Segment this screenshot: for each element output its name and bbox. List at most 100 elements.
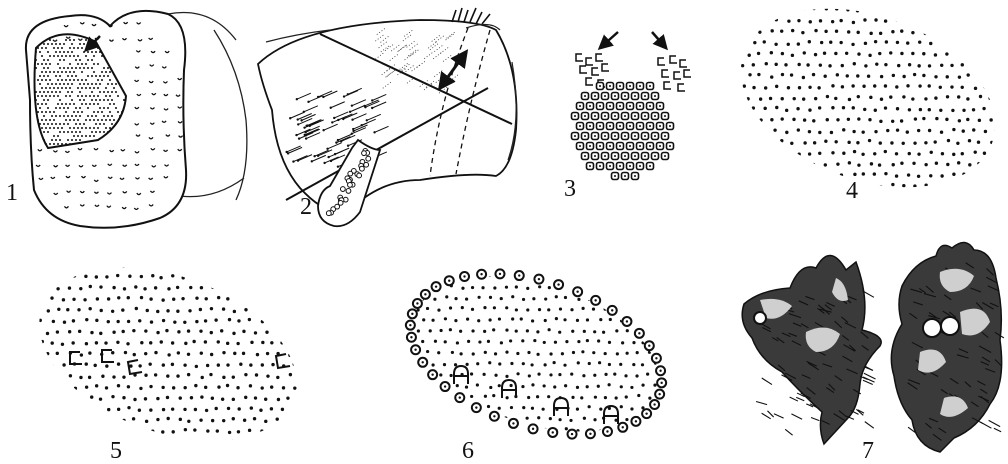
pad-dot <box>95 131 97 133</box>
surface-dot <box>928 195 931 198</box>
surface-dot <box>29 362 32 365</box>
pad-dot <box>53 71 55 73</box>
pad-dot <box>67 139 69 141</box>
surface-dot <box>228 318 231 321</box>
surface-dot <box>454 253 457 256</box>
surface-dot <box>412 273 415 276</box>
surface-dot <box>260 386 263 389</box>
pad-dot <box>45 103 47 105</box>
surface-dot <box>168 242 171 245</box>
surface-dot <box>769 184 772 187</box>
surface-dot <box>143 287 146 290</box>
surface-dot <box>748 117 751 120</box>
surface-dot <box>166 374 169 377</box>
surface-dot <box>995 151 998 154</box>
ringed-sensillum-core <box>624 115 626 117</box>
surface-dot <box>412 253 415 256</box>
surface-dot <box>249 363 252 366</box>
ringed-sensillum-core <box>659 125 661 127</box>
surface-dot <box>99 397 102 400</box>
surface-dot <box>746 97 749 100</box>
surface-dot <box>162 408 165 411</box>
surface-dot <box>237 430 240 433</box>
surface-dot <box>819 19 822 22</box>
surface-dot <box>873 172 876 175</box>
surface-dot <box>861 153 864 156</box>
surface-dot <box>309 351 312 354</box>
surface-dot <box>315 320 318 323</box>
surface-dot <box>785 131 788 134</box>
surface-dot <box>770 205 773 208</box>
ringed-sensillum-core <box>552 431 554 433</box>
surface-dot <box>232 286 235 289</box>
pad-dot <box>71 83 73 85</box>
surface-dot <box>944 9 947 12</box>
surface-dot <box>412 408 415 411</box>
surface-dot <box>393 416 396 419</box>
surface-dot <box>292 298 295 301</box>
surface-dot <box>286 287 289 290</box>
surface-dot <box>304 276 307 279</box>
surface-dot <box>543 384 546 387</box>
surface-dot <box>96 297 99 300</box>
surface-dot <box>138 452 141 455</box>
surface-dot <box>394 263 397 266</box>
panel-3-arrow-left <box>600 32 618 48</box>
surface-dot <box>256 353 259 356</box>
surface-dot <box>470 395 473 398</box>
surface-dot <box>228 275 231 278</box>
surface-dot <box>165 329 168 332</box>
surface-dot <box>100 309 103 312</box>
surface-dot <box>564 296 567 299</box>
surface-dot <box>624 264 627 267</box>
hair-base <box>366 119 368 121</box>
surface-dot <box>609 297 612 300</box>
surface-dot <box>288 308 291 311</box>
surface-dot <box>154 286 157 289</box>
surface-dot <box>819 63 822 66</box>
ringed-sensillum-core <box>649 145 651 147</box>
surface-dot <box>531 450 534 453</box>
surface-dot <box>259 253 262 256</box>
surface-dot <box>725 30 728 33</box>
pad-dot <box>105 71 107 73</box>
surface-dot <box>172 430 175 433</box>
hair-base <box>326 148 328 150</box>
surface-dot <box>956 142 959 145</box>
surface-dot <box>297 286 300 289</box>
surface-dot <box>122 330 125 333</box>
surface-dot <box>451 351 454 354</box>
surface-dot <box>999 142 1002 145</box>
pad-dot <box>97 111 99 113</box>
surface-dot <box>736 9 739 12</box>
surface-dot <box>742 41 745 44</box>
surface-dot <box>848 161 851 164</box>
pad-dot <box>107 99 109 101</box>
surface-dot <box>149 297 152 300</box>
surface-dot <box>663 427 666 430</box>
surface-dot <box>724 206 727 209</box>
pad-dot <box>113 103 115 105</box>
surface-dot <box>484 351 487 354</box>
surface-dot <box>33 310 36 313</box>
surface-dot <box>803 51 806 54</box>
surface-dot <box>604 373 607 376</box>
surface-dot <box>410 428 413 431</box>
ringed-sensillum-core <box>414 349 416 351</box>
pad-dot <box>77 55 79 57</box>
surface-dot <box>201 376 204 379</box>
surface-dot <box>399 406 402 409</box>
surface-dot <box>847 30 850 33</box>
pad-dot <box>79 115 81 117</box>
surface-dot <box>254 331 257 334</box>
pad-dot <box>89 87 91 89</box>
surface-dot <box>558 373 561 376</box>
ringed-sensillum-core <box>532 428 534 430</box>
surface-dot <box>107 320 110 323</box>
pad-dot <box>85 55 87 57</box>
panel-1: 1 <box>6 11 247 228</box>
surface-dot <box>780 117 783 120</box>
surface-dot <box>538 285 541 288</box>
pad-dot <box>115 91 117 93</box>
panel-3-label: 3 <box>564 176 576 202</box>
